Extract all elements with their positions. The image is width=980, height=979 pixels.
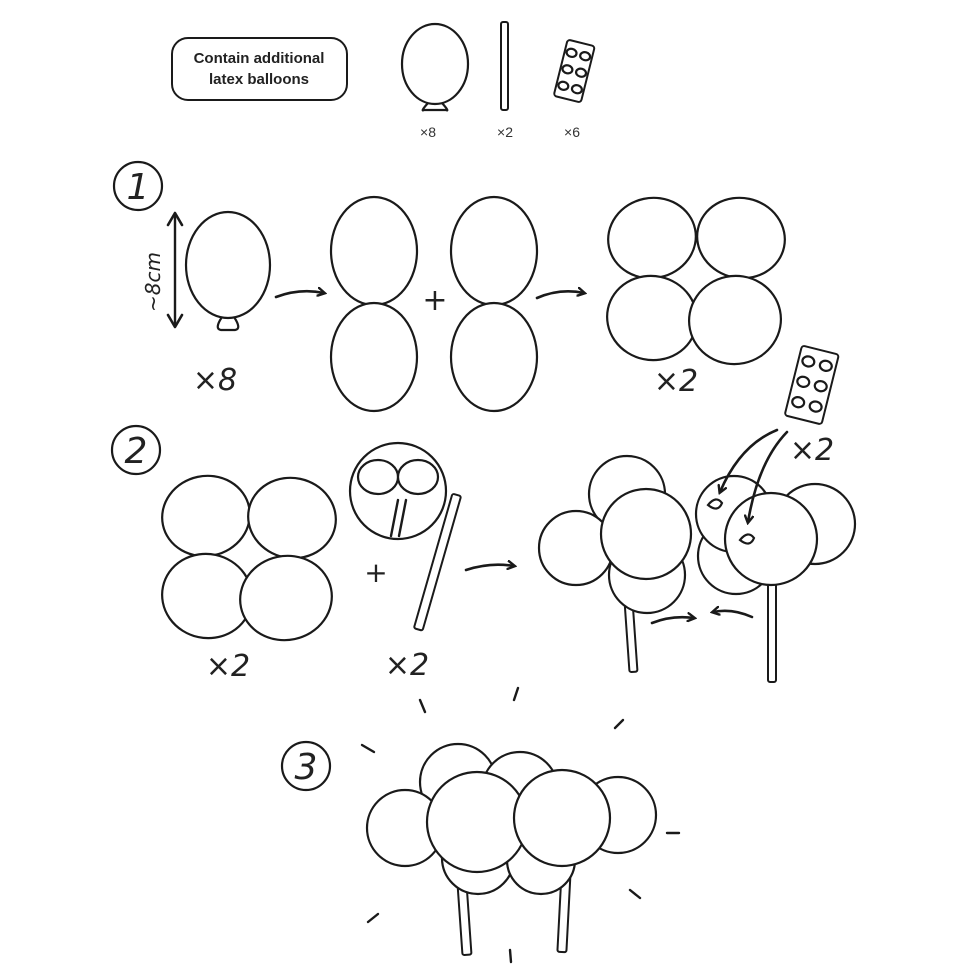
cluster-left [161, 474, 337, 642]
assembled-right [694, 474, 857, 683]
note-line-1: Contain additional [194, 50, 325, 67]
stick-qty-x2: ×2 [385, 648, 429, 683]
celebration-ticks [360, 686, 681, 964]
arrow-join-right [650, 617, 694, 625]
detail-zoom-circle [348, 441, 448, 541]
svg-text:2: 2 [125, 431, 148, 472]
cluster-qty: ×2 [206, 649, 250, 684]
cluster-qty-x2: ×2 [654, 364, 698, 399]
arrow-join-left [713, 611, 754, 619]
header-note: Contain additional latex balloons [171, 37, 348, 101]
step-2-number: 2 [110, 424, 162, 476]
stick-icon [500, 21, 509, 111]
final-balloon-arrangement [365, 742, 658, 957]
arrow-glue-a [720, 428, 779, 492]
step-3-number: 3 [280, 740, 332, 792]
step-1-number: 1 [112, 160, 164, 212]
glue-dots-qty: ×6 [564, 124, 580, 140]
size-label: ~8cm [141, 252, 165, 312]
glue-dots-icon [553, 39, 596, 103]
balloon-qty: ×8 [420, 124, 436, 140]
size-indicator: ~8cm [141, 211, 184, 329]
stick [413, 493, 462, 632]
svg-text:3: 3 [295, 747, 318, 788]
balloon-qty-x8: ×8 [193, 363, 237, 398]
balloon-icon [400, 22, 470, 112]
stick-qty: ×2 [497, 124, 513, 140]
single-balloon [184, 210, 272, 332]
balloon-pair-right [449, 195, 539, 413]
glue-dots-strip [784, 345, 840, 425]
plus-sign-1: + [422, 283, 447, 318]
arrow-step1-a [274, 291, 324, 299]
assembled-left [537, 454, 693, 674]
note-line-2: latex balloons [209, 71, 309, 88]
arrow-step2-a [464, 565, 514, 572]
four-balloon-cluster [606, 196, 786, 366]
balloon-pair-left [329, 195, 419, 413]
arrow-step1-b [535, 291, 584, 300]
glue-qty-x2: ×2 [790, 433, 834, 468]
plus-sign-2: + [364, 556, 387, 589]
arrow-glue-b [748, 430, 789, 522]
svg-text:1: 1 [127, 167, 150, 208]
